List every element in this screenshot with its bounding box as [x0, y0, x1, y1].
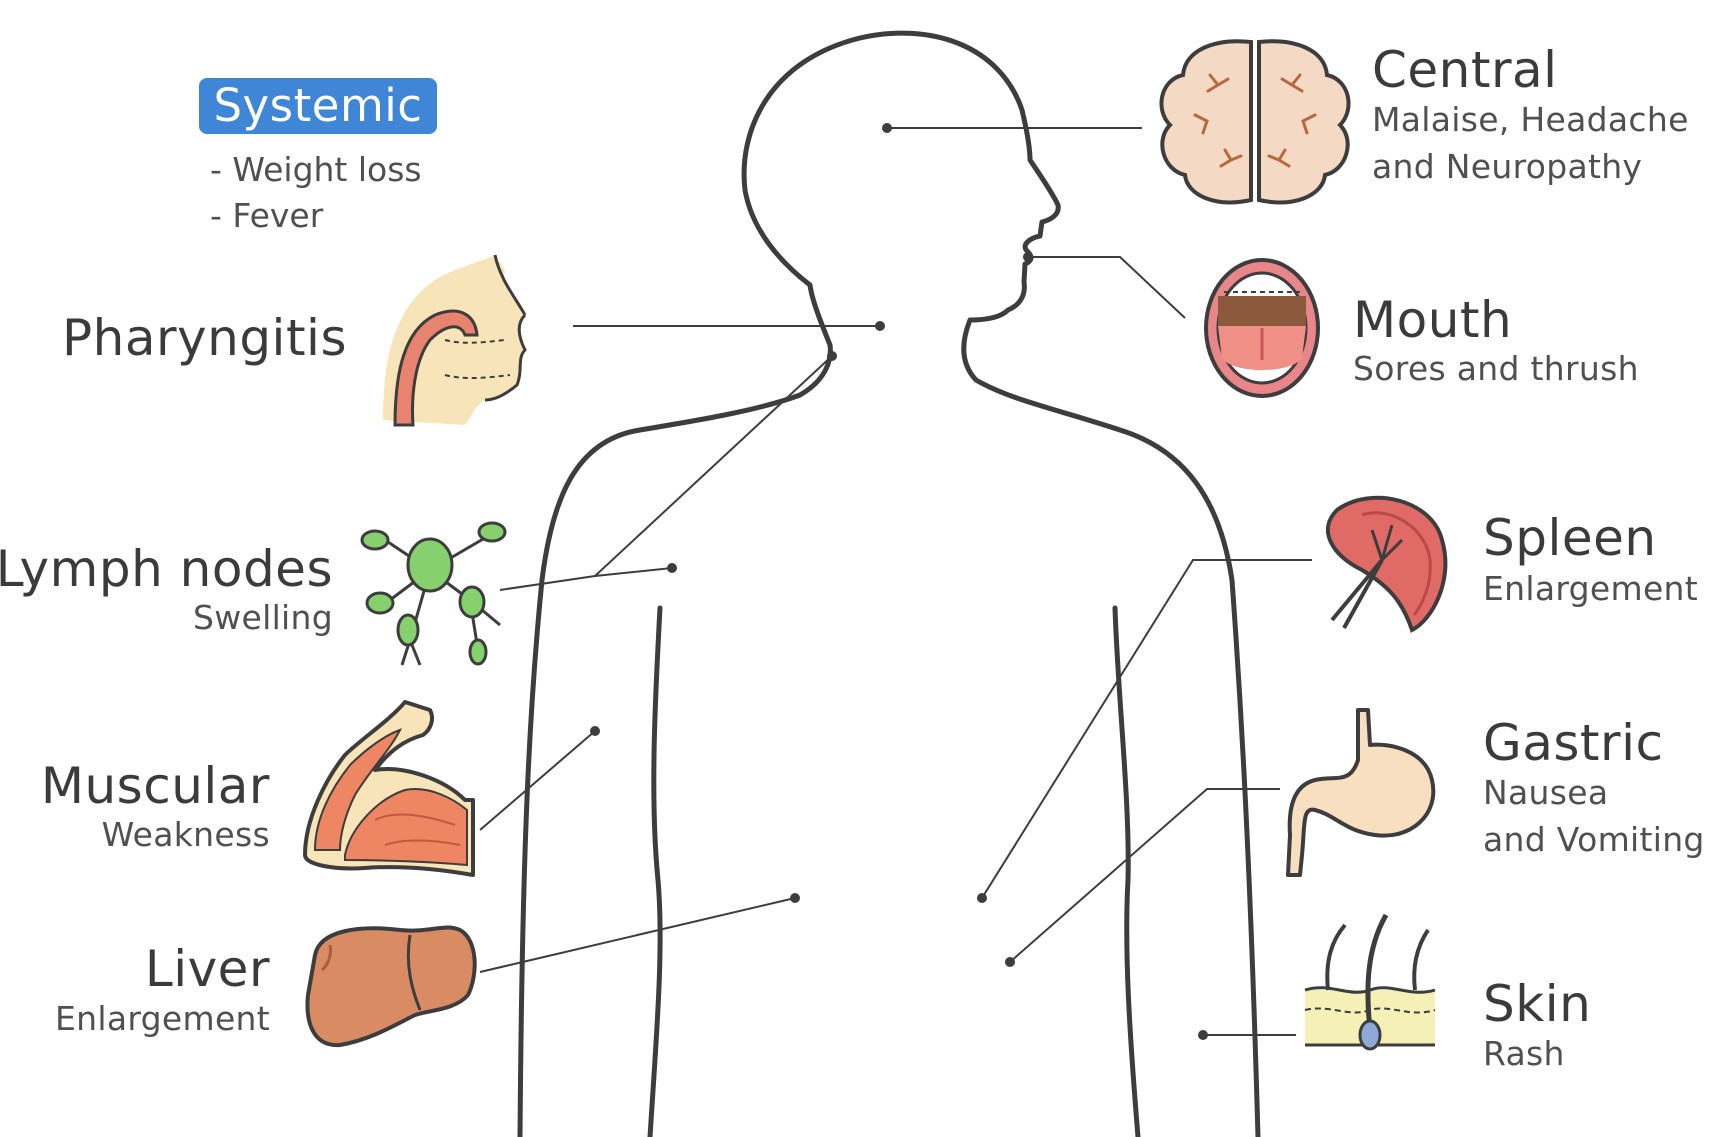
connector-lines	[480, 128, 1312, 1035]
connector-liver	[480, 898, 795, 972]
label-lymph-desc: Swelling	[193, 601, 333, 636]
spleen-icon	[1328, 498, 1446, 630]
label-gastric-desc-1: Nausea	[1483, 776, 1608, 811]
label-muscular-title: Muscular	[41, 760, 270, 813]
label-spleen-title: Spleen	[1483, 512, 1657, 565]
label-central-title: Central	[1372, 44, 1558, 97]
lymph-node-icon	[362, 523, 505, 665]
connector-dots	[590, 123, 1208, 1040]
body-silhouette	[520, 33, 1258, 1137]
skin-icon	[1305, 915, 1435, 1049]
connector-lymph	[500, 568, 672, 590]
liver-icon	[307, 927, 474, 1045]
label-liver-title: Liver	[145, 943, 270, 996]
systemic-badge: Systemic	[199, 78, 437, 134]
label-central-desc-1: Malaise, Headache	[1372, 103, 1689, 138]
connector-neck-lymph	[595, 356, 832, 576]
label-mouth-desc: Sores and thrush	[1353, 352, 1639, 387]
label-spleen-desc: Enlargement	[1483, 572, 1698, 607]
brain-icon	[1161, 41, 1348, 202]
arm-muscle-icon	[305, 702, 473, 875]
label-skin-title: Skin	[1483, 978, 1591, 1031]
connector-mouth	[1028, 257, 1185, 318]
label-skin-desc: Rash	[1483, 1037, 1565, 1072]
label-muscular-desc: Weakness	[102, 818, 270, 853]
stomach-icon	[1288, 710, 1433, 875]
label-central-desc-2: and Neuropathy	[1372, 150, 1642, 185]
mouth-icon	[1206, 260, 1318, 396]
throat-icon	[383, 255, 525, 425]
label-liver-desc: Enlargement	[55, 1002, 270, 1037]
label-gastric-desc-2: and Vomiting	[1483, 823, 1705, 858]
connector-muscular	[480, 731, 595, 830]
label-mouth-title: Mouth	[1353, 294, 1512, 347]
connector-gastric	[1010, 789, 1280, 962]
connector-spleen	[982, 560, 1312, 898]
label-pharyngitis-title: Pharyngitis	[62, 312, 347, 365]
label-lymph-title: Lymph nodes	[0, 543, 333, 596]
label-gastric-title: Gastric	[1483, 717, 1663, 770]
systemic-item-fever: - Fever	[210, 196, 323, 235]
systemic-item-weight-loss: - Weight loss	[210, 150, 422, 189]
